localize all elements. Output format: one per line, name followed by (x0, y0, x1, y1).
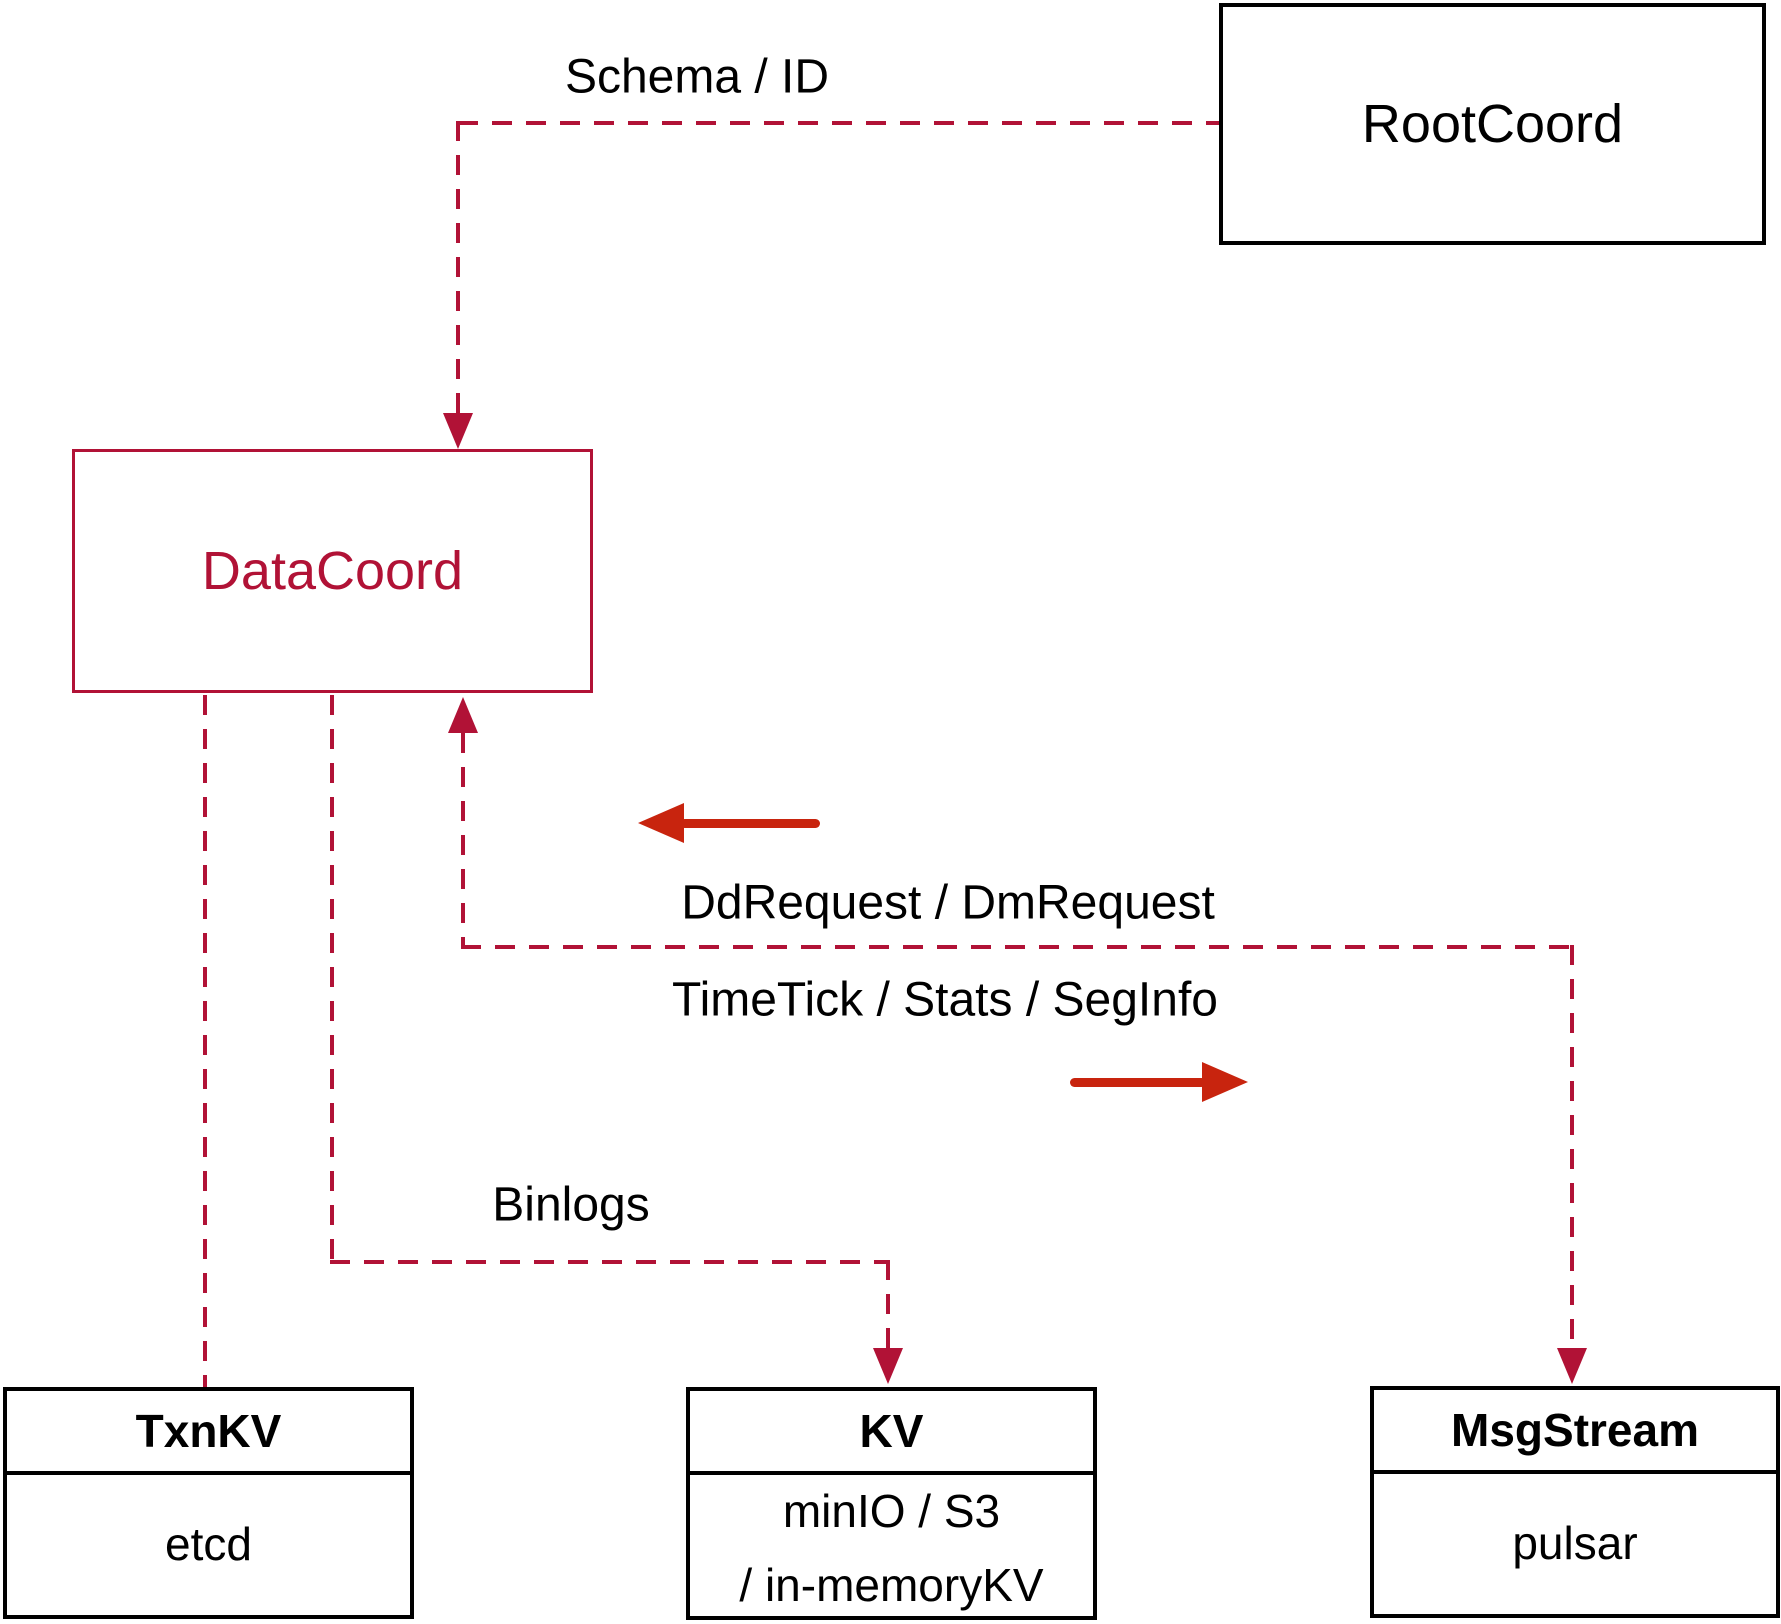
edge-datacoord-kv-vertical-segment-2 (886, 1260, 890, 1348)
node-kv-body-line1: minIO / S3 (782, 1485, 1001, 1537)
node-txnkv: TxnKV etcd (3, 1387, 414, 1619)
edge-label-ddrequest-dmrequest: DdRequest / DmRequest (681, 876, 1215, 930)
node-kv-body-line2: / in-memoryKV (739, 1558, 1044, 1611)
node-txnkv-body: etcd (165, 1518, 252, 1571)
node-msgstream-title: MsgStream (1374, 1390, 1776, 1474)
solid-arrow-left-icon (638, 803, 684, 843)
edge-datacoord-txnkv-segment (203, 695, 207, 1387)
node-msgstream: MsgStream pulsar (1370, 1386, 1780, 1618)
node-kv: KV minIO / S3 / in-memoryKV (686, 1387, 1097, 1620)
node-rootcoord: RootCoord (1219, 3, 1766, 245)
edge-label-schema-id: Schema / ID (564, 50, 830, 104)
node-msgstream-body: pulsar (1512, 1517, 1638, 1570)
node-kv-title: KV (690, 1391, 1093, 1475)
solid-arrow-left-shaft (680, 819, 820, 828)
solid-arrow-right-shaft (1070, 1078, 1206, 1087)
edge-label-binlogs: Binlogs (492, 1178, 650, 1232)
node-txnkv-title: TxnKV (7, 1391, 410, 1475)
arrowhead-down-into-datacoord-icon (443, 413, 473, 449)
edge-msgstream-datacoord-vertical-segment-left (461, 733, 465, 947)
edge-datacoord-kv-horizontal-segment (330, 1260, 890, 1264)
edge-label-timetick-stats-seginfo: TimeTick / Stats / SegInfo (672, 973, 1218, 1027)
arrowhead-down-into-msgstream-icon (1557, 1348, 1587, 1384)
edge-msgstream-datacoord-horizontal-segment (461, 945, 1570, 949)
node-datacoord-label: DataCoord (201, 541, 464, 601)
arrowhead-up-into-datacoord-icon (448, 697, 478, 733)
edge-datacoord-kv-vertical-segment-1 (330, 695, 334, 1264)
arrowhead-down-into-kv-icon (873, 1348, 903, 1384)
node-rootcoord-label: RootCoord (1361, 94, 1624, 154)
edge-msgstream-datacoord-vertical-segment-right (1570, 945, 1574, 1348)
solid-arrow-right-icon (1202, 1062, 1248, 1102)
edge-rootcoord-datacoord-horizontal-segment (458, 121, 1219, 125)
edge-rootcoord-datacoord-vertical-segment (456, 121, 460, 413)
node-datacoord: DataCoord (72, 449, 593, 693)
